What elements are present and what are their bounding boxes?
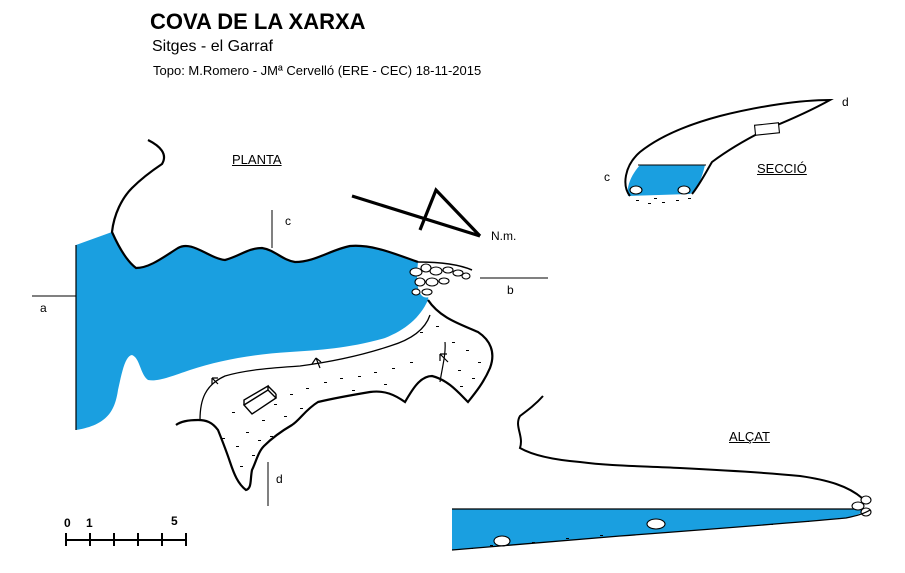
section-view-label: SECCIÓ — [757, 161, 807, 176]
point-label-b: b — [507, 283, 514, 297]
section-outline — [624, 98, 834, 197]
north-arrow — [351, 187, 482, 238]
scale-label-0: 0 — [64, 516, 71, 530]
plan-boulder — [242, 384, 278, 415]
scale-label-5: 5 — [171, 514, 178, 528]
plan-lower-wall — [175, 299, 494, 492]
plan-slope-arrows — [211, 353, 449, 385]
scale-label-1: 1 — [86, 516, 93, 530]
plan-water — [76, 232, 429, 430]
section-markers — [32, 210, 548, 506]
survey-credits: Topo: M.Romero - JMª Cervelló (ERE - CEC… — [153, 63, 482, 78]
plan-floor-texture — [222, 326, 481, 467]
point-label-d-plan: d — [276, 472, 283, 486]
plan-view — [75, 139, 494, 492]
section-floor-dots — [636, 198, 691, 204]
elevation-floor — [451, 509, 871, 551]
elevation-roof — [517, 395, 863, 499]
plan-passage-line — [199, 314, 431, 421]
plan-upper-wall — [110, 139, 419, 270]
elevation-water — [452, 509, 866, 550]
section-view — [624, 98, 834, 204]
page-subtitle: Sitges - el Garraf — [152, 38, 273, 55]
scale-bar — [65, 533, 187, 546]
point-label-a: a — [40, 301, 47, 315]
north-label: N.m. — [491, 229, 517, 243]
point-label-d-section: d — [842, 95, 849, 109]
page-title: COVA DE LA XARXA — [150, 9, 366, 34]
plan-divider-line — [439, 341, 446, 383]
elevation-view-label: ALÇAT — [729, 429, 770, 444]
plan-view-label: PLANTA — [232, 152, 282, 167]
elevation-view — [451, 395, 872, 551]
point-label-c-plan: c — [285, 214, 291, 228]
plan-entrance-edge — [417, 261, 473, 271]
plan-entrance-rubble — [409, 262, 471, 298]
point-label-c-section: c — [604, 170, 610, 184]
section-blocks — [629, 122, 781, 195]
